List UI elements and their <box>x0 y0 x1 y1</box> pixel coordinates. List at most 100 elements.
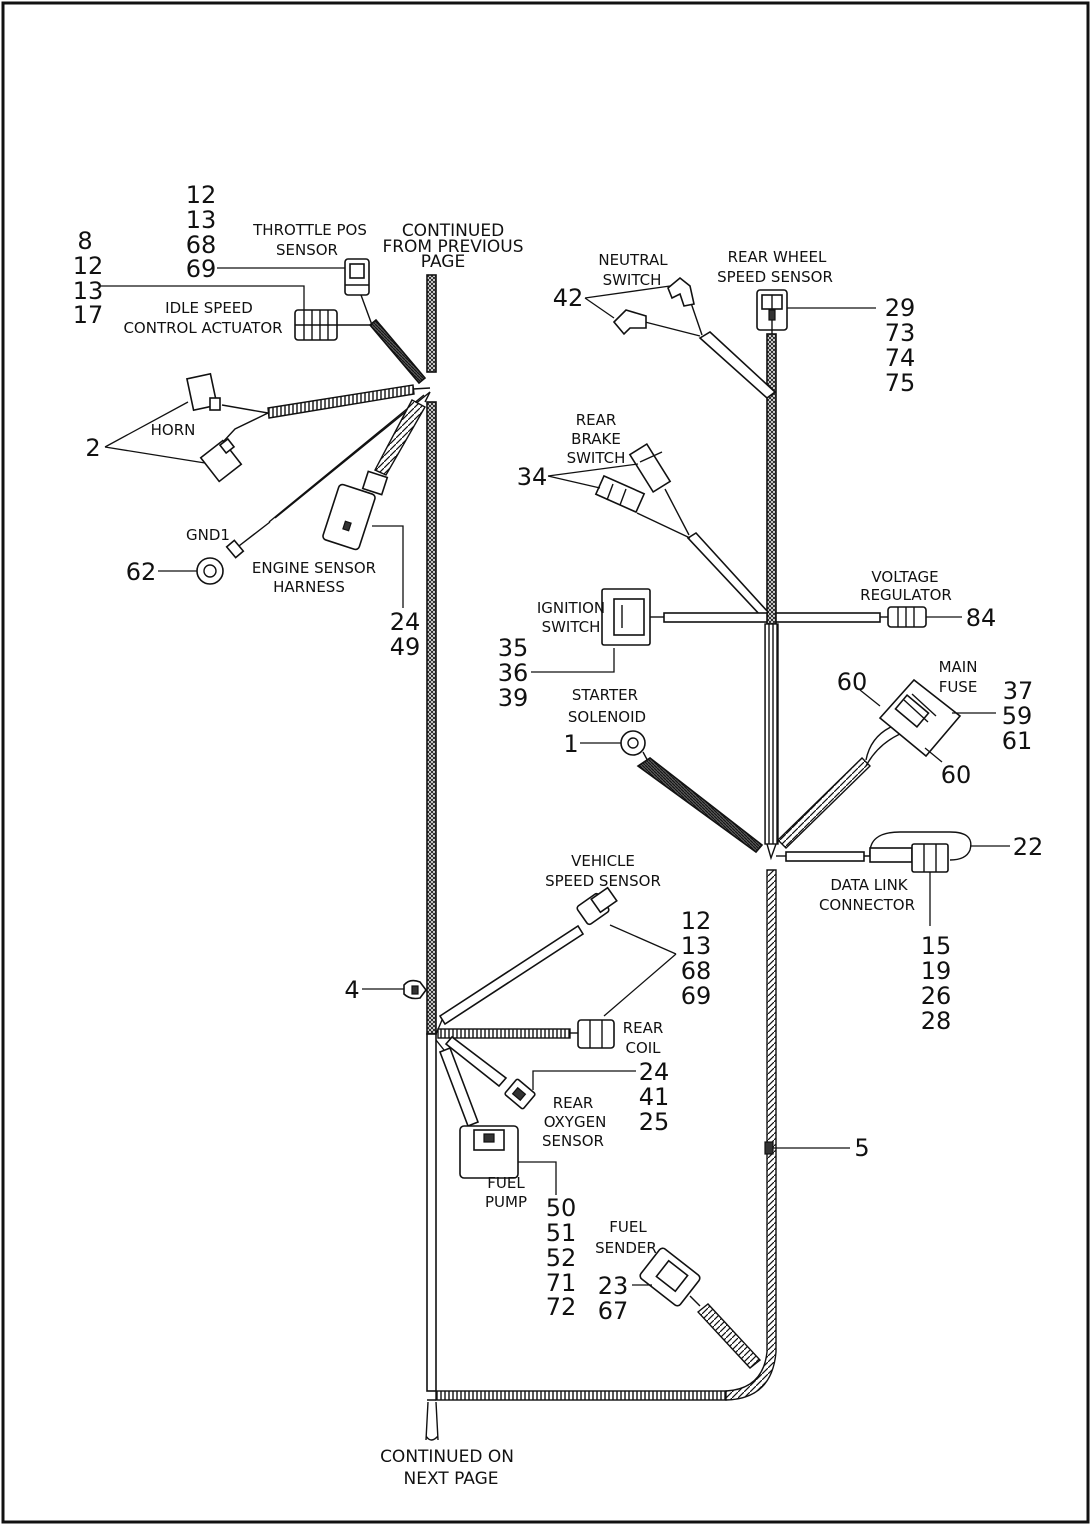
rear-brake-switch-label: REAR BRAKE SWITCH <box>567 411 626 467</box>
svg-text:72: 72 <box>546 1293 577 1321</box>
svg-text:CONTINUED ON: CONTINUED ON <box>380 1447 514 1467</box>
top-right-branches <box>636 299 888 623</box>
main-fuse-ref-b: 60 <box>941 761 972 789</box>
svg-text:VOLTAGE: VOLTAGE <box>871 568 938 586</box>
gnd1-ref: 62 <box>126 558 157 586</box>
rear-oxygen-sensor-refs: 24 41 25 <box>639 1058 670 1136</box>
svg-text:61: 61 <box>1002 727 1033 755</box>
svg-text:24: 24 <box>390 608 421 636</box>
svg-text:COIL: COIL <box>625 1039 661 1057</box>
main-fuse-branch <box>777 678 962 849</box>
svg-text:REAR: REAR <box>576 411 617 429</box>
svg-text:STARTER: STARTER <box>572 686 638 704</box>
svg-text:50: 50 <box>546 1194 577 1222</box>
data-link-refs: 15 19 26 28 <box>921 932 952 1035</box>
svg-text:69: 69 <box>186 255 217 283</box>
idle-speed-actuator-label: IDLE SPEED CONTROL ACTUATOR <box>123 299 282 337</box>
svg-text:41: 41 <box>639 1083 670 1111</box>
svg-text:CONTROL ACTUATOR: CONTROL ACTUATOR <box>123 319 282 337</box>
svg-text:VEHICLE: VEHICLE <box>571 852 635 870</box>
leader-lines <box>100 267 1010 1286</box>
svg-text:MAIN: MAIN <box>939 658 978 676</box>
voltage-regulator-connector <box>887 606 927 628</box>
fuel-pump-refs: 50 51 52 71 72 <box>546 1194 577 1321</box>
top-left-branches <box>221 294 431 550</box>
svg-text:37: 37 <box>1003 677 1034 705</box>
svg-text:68: 68 <box>186 231 217 259</box>
engine-sensor-harness-refs: 24 49 <box>390 608 421 661</box>
svg-text:PAGE: PAGE <box>421 252 465 272</box>
svg-text:SWITCH: SWITCH <box>567 449 626 467</box>
left-main-trunk <box>425 274 439 1441</box>
idle-speed-actuator-refs: 8 12 13 17 <box>73 227 104 329</box>
svg-text:ENGINE SENSOR: ENGINE SENSOR <box>252 559 376 577</box>
vehicle-speed-sensor-refs: 12 13 68 69 <box>681 907 712 1010</box>
svg-text:15: 15 <box>921 932 952 960</box>
main-fuse-label: MAIN FUSE <box>939 658 978 696</box>
gnd1-label: GND1 <box>186 526 230 544</box>
svg-text:IDLE SPEED: IDLE SPEED <box>165 299 253 317</box>
starter-solenoid-label: STARTER SOLENOID <box>568 686 646 726</box>
throttle-pos-sensor-label: THROTTLE POS SENSOR <box>252 221 367 259</box>
svg-text:OXYGEN: OXYGEN <box>544 1113 607 1131</box>
svg-text:29: 29 <box>885 294 916 322</box>
fuel-sender-label: FUEL SENDER <box>595 1218 657 1257</box>
svg-text:THROTTLE POS: THROTTLE POS <box>252 221 367 239</box>
svg-text:23: 23 <box>598 1272 629 1300</box>
rear-wheel-speed-sensor-label: REAR WHEEL SPEED SENSOR <box>717 248 833 286</box>
svg-text:12: 12 <box>73 252 104 280</box>
svg-text:71: 71 <box>546 1269 577 1297</box>
svg-text:26: 26 <box>921 982 952 1010</box>
bottom-harness-run <box>435 869 777 1401</box>
svg-text:FUEL: FUEL <box>609 1218 647 1236</box>
starter-solenoid-branch <box>620 730 764 854</box>
data-link-connector <box>776 831 972 873</box>
neutral-switch-label: NEUTRAL SWITCH <box>598 251 668 289</box>
svg-text:19: 19 <box>921 957 952 985</box>
gnd1-ring-terminal <box>196 539 245 585</box>
svg-text:DATA LINK: DATA LINK <box>830 876 908 894</box>
idle-speed-actuator-connector <box>294 309 372 341</box>
rear-oxygen-sensor-label: REAR OXYGEN SENSOR <box>542 1094 606 1150</box>
svg-text:13: 13 <box>186 206 217 234</box>
clip-ref: 4 <box>344 976 359 1004</box>
svg-text:35: 35 <box>498 634 529 662</box>
voltage-regulator-ref: 84 <box>966 604 997 632</box>
continued-from-label: CONTINUED FROM PREVIOUS PAGE <box>382 221 523 272</box>
svg-text:REGULATOR: REGULATOR <box>860 586 952 604</box>
svg-text:12: 12 <box>186 181 217 209</box>
rear-brake-switch-ref: 34 <box>517 463 548 491</box>
neutral-switch-connectors <box>612 276 695 336</box>
horn-ref: 2 <box>85 434 100 462</box>
harness-tie-ref: 5 <box>854 1134 869 1162</box>
svg-text:NEXT PAGE: NEXT PAGE <box>403 1469 498 1489</box>
right-main-trunk <box>764 333 779 861</box>
fuel-pump-label: FUEL PUMP <box>485 1174 527 1211</box>
svg-text:REAR: REAR <box>553 1094 594 1112</box>
ignition-switch-connector <box>601 588 651 646</box>
starter-solenoid-ref: 1 <box>563 730 578 758</box>
voltage-regulator-label: VOLTAGE REGULATOR <box>860 568 952 604</box>
rear-wheel-speed-sensor-connector <box>756 289 788 331</box>
data-link-ref-top: 22 <box>1013 833 1044 861</box>
svg-text:13: 13 <box>73 277 104 305</box>
svg-text:17: 17 <box>73 301 104 329</box>
rear-brake-switch-connectors <box>594 442 672 514</box>
svg-text:PUMP: PUMP <box>485 1193 527 1211</box>
ignition-switch-refs: 35 36 39 <box>498 634 529 712</box>
svg-text:24: 24 <box>639 1058 670 1086</box>
svg-text:13: 13 <box>681 932 712 960</box>
main-fuse-ref-a: 60 <box>837 668 868 696</box>
fuel-sender-refs: 23 67 <box>598 1272 629 1325</box>
svg-text:SOLENOID: SOLENOID <box>568 708 646 726</box>
svg-text:FUEL: FUEL <box>487 1174 525 1192</box>
svg-text:36: 36 <box>498 659 529 687</box>
svg-text:69: 69 <box>681 982 712 1010</box>
svg-text:25: 25 <box>639 1108 670 1136</box>
svg-text:SWITCH: SWITCH <box>603 271 662 289</box>
horn-connectors <box>185 372 243 483</box>
svg-text:HARNESS: HARNESS <box>273 578 345 596</box>
svg-text:68: 68 <box>681 957 712 985</box>
